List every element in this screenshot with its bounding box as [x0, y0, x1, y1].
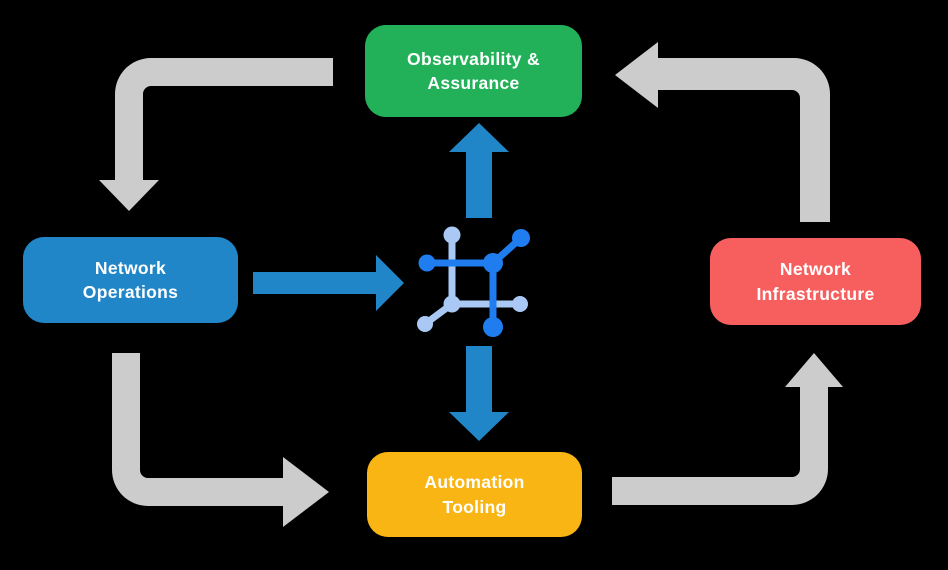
node-label-line: Network [94, 257, 167, 278]
hub-arrow-operations-to-center [253, 255, 404, 311]
node-label-line: Tooling [442, 496, 507, 517]
icon-dark-part [418, 229, 530, 337]
cycle-arrow-operations-to-automation [112, 353, 329, 527]
node-label-line: Infrastructure [756, 283, 875, 304]
cycle-arrow-observability-to-operations [99, 58, 333, 211]
node-network-infrastructure: Network Infrastructure [710, 238, 921, 325]
node-label-line: Observability & [407, 48, 540, 69]
icon-light-part [417, 226, 528, 332]
node-observability-assurance: Observability & Assurance [365, 25, 582, 117]
node-network-operations: Network Operations [23, 237, 238, 323]
node-label-line: Assurance [427, 73, 520, 93]
cycle-arrow-infrastructure-to-observability [615, 42, 830, 222]
hub-arrow-center-to-automation [449, 346, 509, 441]
node-label-line: Network [779, 259, 852, 280]
node-label-line: Automation [424, 472, 525, 493]
node-automation-tooling: Automation Tooling [367, 452, 582, 537]
cycle-arrow-automation-to-infrastructure [612, 353, 843, 505]
network-automation-icon [417, 226, 530, 337]
node-label-line: Operations [82, 282, 179, 302]
hub-arrow-center-to-observability [449, 123, 509, 218]
